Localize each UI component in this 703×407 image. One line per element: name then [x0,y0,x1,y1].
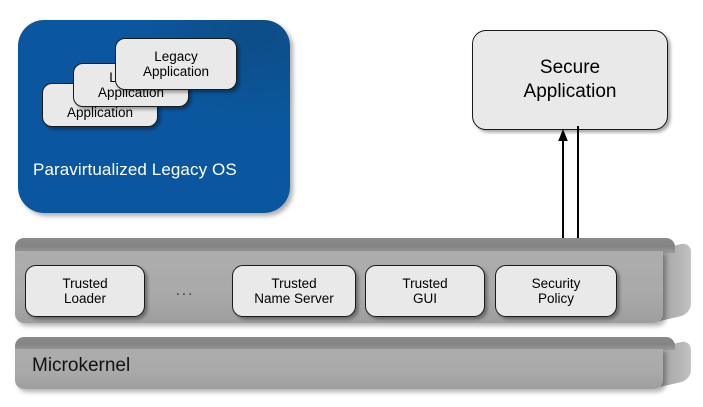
trusted-name-server-line2: Name Server [254,291,334,306]
paravirtualized-legacy-os-label: Paravirtualized Legacy OS [33,160,237,179]
legacy-app-1-line2: Application [66,105,134,120]
trusted-loader-box[interactable]: Trusted Loader [25,265,145,317]
trusted-gui-line2: GUI [412,291,437,306]
legacy-app-3-line2: Application [142,64,210,79]
microkernel-label: Microkernel [32,355,131,376]
microkernel-slab [15,337,691,389]
secure-application-box[interactable]: Secure Application [472,30,668,130]
legacy-application-box-3[interactable]: Legacy Application [115,38,237,90]
legacy-app-3-line1: Legacy [154,48,198,64]
trusted-loader-line1: Trusted [62,275,108,291]
trusted-gui-box[interactable]: Trusted GUI [365,265,485,317]
trusted-slab-top-face [15,238,675,253]
trusted-loader-line2: Loader [63,291,107,306]
secure-app-line2: Application [523,81,617,102]
microkernel-slab-front-face [15,349,663,389]
security-policy-box[interactable]: Security Policy [495,265,617,317]
services-ellipsis: ... [175,282,195,299]
secure-app-line1: Secure [539,57,601,78]
trusted-name-server-box[interactable]: Trusted Name Server [232,265,356,317]
trusted-name-server-line1: Trusted [271,275,317,291]
security-policy-line2: Policy [537,291,574,306]
security-policy-line1: Security [531,275,581,291]
microkernel-slab-top-face [15,337,675,350]
trusted-gui-line1: Trusted [402,275,448,291]
